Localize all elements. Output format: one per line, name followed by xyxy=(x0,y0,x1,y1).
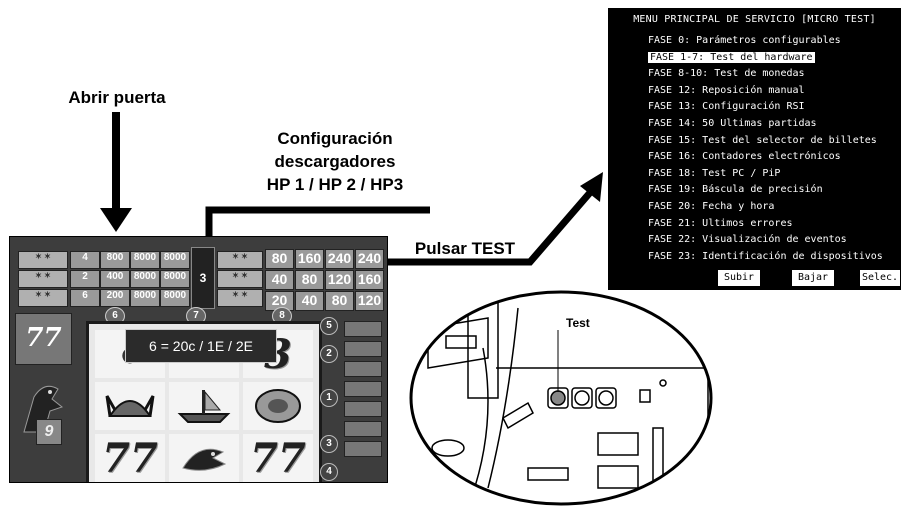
badge: 6 xyxy=(105,307,125,325)
symbol-box: ✶ ✶ xyxy=(217,251,263,269)
badge: 8 xyxy=(272,307,292,325)
press-test-label: Pulsar TEST xyxy=(414,239,516,258)
pay-cell: 8000 xyxy=(160,251,190,269)
side-number: 4 xyxy=(320,463,338,481)
line-bar xyxy=(344,401,382,417)
pay-cell: 4 xyxy=(70,251,100,269)
menu-item[interactable]: FASE 14: 50 Ultimas partidas xyxy=(648,117,817,129)
hopper-config-display: 6 = 20c / 1E / 2E xyxy=(125,329,277,363)
menu-item[interactable]: FASE 22: Visualización de eventos xyxy=(648,234,847,246)
menu-item[interactable]: FASE 13: Configuración RSI xyxy=(648,101,805,113)
symbol-box: ✶ ✶ xyxy=(217,270,263,288)
config-label-line3: HP 1 / HP 2 / HP3 xyxy=(266,175,404,194)
menu-item[interactable]: FASE 16: Contadores electrónicos xyxy=(648,151,841,163)
config-label-line1: Configuración xyxy=(277,129,393,148)
open-door-label: Abrir puerta xyxy=(68,88,166,107)
line-bar xyxy=(344,361,382,377)
eagle-head-icon xyxy=(169,434,239,482)
line-bar xyxy=(344,321,382,337)
pay-cell: 40 xyxy=(295,291,324,311)
pay-cell: 8000 xyxy=(160,289,190,307)
menu-item[interactable]: FASE 8-10: Test de monedas xyxy=(648,68,805,80)
pay-cell: 40 xyxy=(265,270,294,290)
center-emblem: 3 xyxy=(191,247,215,309)
select-button[interactable]: Selec. xyxy=(860,270,900,286)
up-button[interactable]: Subir xyxy=(718,270,760,286)
side-number: 3 xyxy=(320,435,338,453)
menu-item[interactable]: FASE 20: Fecha y hora xyxy=(648,200,775,212)
symbol-box: ✶ ✶ xyxy=(217,289,263,307)
pay-cell: 80 xyxy=(265,249,294,269)
test-button-label: Test xyxy=(566,316,590,330)
seven-logo: 77 xyxy=(15,313,72,365)
side-number: 2 xyxy=(320,345,338,363)
config-label-line2: descargadores xyxy=(274,152,396,171)
seven-symbol: 77 xyxy=(243,434,313,482)
pay-cell: 80 xyxy=(325,291,354,311)
pay-cell: 400 xyxy=(100,270,130,288)
line-bar xyxy=(344,381,382,397)
press-test-arrow xyxy=(387,185,597,266)
menu-item-selected[interactable]: FASE 1-7: Test del hardware xyxy=(648,51,815,63)
control-board-inset: Test xyxy=(408,288,715,507)
ship-icon xyxy=(169,382,239,430)
down-button[interactable]: Bajar xyxy=(792,270,834,286)
menu-item[interactable]: FASE 1-7: Test del hardware xyxy=(646,50,885,67)
left-digit-tile: 9 xyxy=(36,419,62,445)
pay-cell: 240 xyxy=(325,249,354,269)
line-bar xyxy=(344,341,382,357)
symbol-box: ✶ ✶ xyxy=(18,289,68,307)
control-board-drawing xyxy=(409,290,713,506)
shield-icon xyxy=(243,382,313,430)
pay-cell: 6 xyxy=(70,289,100,307)
viking-helmet-icon xyxy=(95,382,165,430)
slot-machine: ✶ ✶ ✶ ✶ ✶ ✶ 4 800 8000 8000 2 400 8000 8… xyxy=(9,236,388,483)
pay-cell: 240 xyxy=(355,249,384,269)
pay-cell: 200 xyxy=(100,289,130,307)
line-bar xyxy=(344,441,382,457)
pay-cell: 8000 xyxy=(130,251,160,269)
pay-cell: 8000 xyxy=(160,270,190,288)
menu-list: FASE 0: Parámetros configurables FASE 1-… xyxy=(646,33,885,265)
config-label: Configuración descargadores HP 1 / HP 2 … xyxy=(245,127,425,196)
eagle-icon xyxy=(14,377,74,437)
menu-item[interactable]: FASE 18: Test PC / PiP xyxy=(648,167,781,179)
menu-item[interactable]: FASE 19: Báscula de precisión xyxy=(648,184,823,196)
pay-cell: 160 xyxy=(295,249,324,269)
side-number: 5 xyxy=(320,317,338,335)
pay-cell: 120 xyxy=(325,270,354,290)
pay-cell: 120 xyxy=(355,291,384,311)
menu-item[interactable]: FASE 0: Parámetros configurables xyxy=(648,35,841,46)
pay-cell: 800 xyxy=(100,251,130,269)
menu-title: MENU PRINCIPAL DE SERVICIO [MICRO TEST] xyxy=(633,14,876,25)
pay-cell: 8000 xyxy=(130,270,160,288)
menu-item[interactable]: FASE 12: Reposición manual xyxy=(648,84,805,96)
pay-cell: 8000 xyxy=(130,289,160,307)
symbol-box: ✶ ✶ xyxy=(18,251,68,269)
menu-item[interactable]: FASE 21: Ultimos errores xyxy=(648,217,793,229)
pay-cell: 160 xyxy=(355,270,384,290)
menu-item[interactable]: FASE 23: Identificación de dispositivos xyxy=(648,250,883,262)
pay-cell: 80 xyxy=(295,270,324,290)
pay-cell: 2 xyxy=(70,270,100,288)
menu-item[interactable]: FASE 15: Test del selector de billetes xyxy=(648,134,877,146)
service-menu-screen: MENU PRINCIPAL DE SERVICIO [MICRO TEST] … xyxy=(608,8,901,290)
seven-symbol: 77 xyxy=(95,434,165,482)
pay-cell: 20 xyxy=(265,291,294,311)
symbol-box: ✶ ✶ xyxy=(18,270,68,288)
line-bar xyxy=(344,421,382,437)
side-number: 1 xyxy=(320,389,338,407)
